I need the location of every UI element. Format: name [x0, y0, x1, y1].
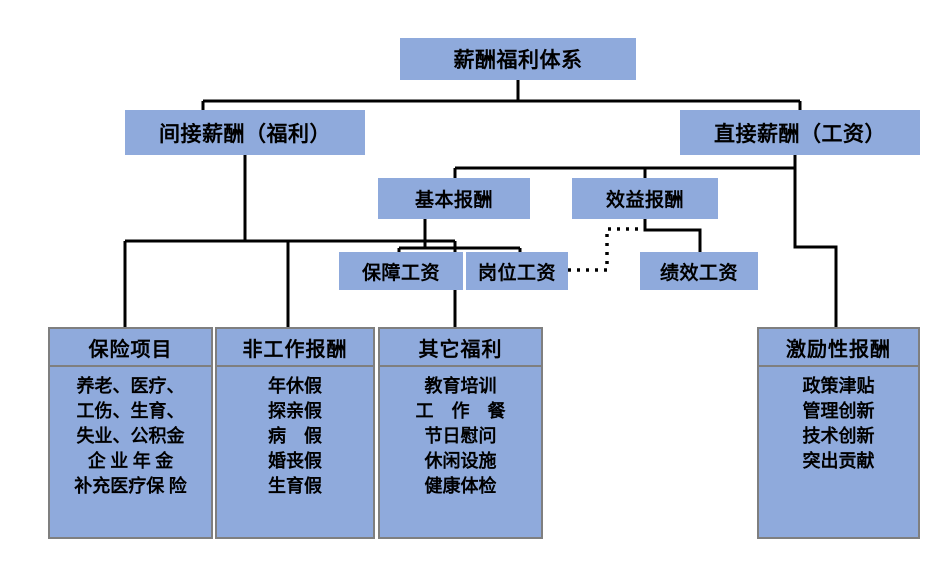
panel-line: 政策津贴 [802, 376, 875, 396]
node-indirect-compensation-label: 间接薪酬（福利） [159, 121, 331, 146]
node-indirect-compensation[interactable]: 间接薪酬（福利） [125, 110, 365, 155]
panel-line: 生育假 [268, 475, 322, 496]
panel-line: 婚丧假 [268, 450, 322, 471]
panel-line: 失业、公积金 [76, 425, 185, 446]
panel-line: 年休假 [268, 376, 322, 396]
node-benefit-pay[interactable]: 效益报酬 [572, 178, 718, 219]
node-direct-compensation[interactable]: 直接薪酬（工资） [680, 110, 920, 155]
panel-line: 休闲设施 [424, 450, 497, 471]
node-position-wage[interactable]: 岗位工资 [466, 252, 568, 290]
node-performance-wage[interactable]: 绩效工资 [640, 252, 758, 290]
connector-direct-to-incentive [793, 168, 838, 328]
panel-insurance-header: 保险项目 [50, 329, 211, 367]
panel-line: 管理创新 [802, 400, 875, 421]
panel-line: 企 业 年 金 [87, 450, 174, 471]
node-root-label: 薪酬福利体系 [453, 48, 583, 72]
panel-incentive-pay-header: 激励性报酬 [759, 329, 918, 367]
connector-benefit-to-performance [643, 219, 702, 252]
panel-line: 工 作 餐 [415, 400, 506, 421]
panel-line: 工伤、生育、 [76, 400, 185, 421]
panel-incentive-pay[interactable]: 激励性报酬 政策津贴 管理创新 技术创新 突出贡献 [757, 327, 920, 539]
node-guarantee-wage[interactable]: 保障工资 [339, 252, 463, 290]
node-root[interactable]: 薪酬福利体系 [400, 38, 636, 80]
connector-position-wage-to-benefit-pay-dotted [568, 227, 643, 272]
panel-non-work-pay-header: 非工作报酬 [217, 329, 373, 367]
panel-line: 养老、医疗、 [76, 376, 185, 396]
panel-line: 教育培训 [424, 376, 497, 396]
node-basic-pay[interactable]: 基本报酬 [378, 178, 530, 219]
panel-line: 病 假 [268, 425, 322, 446]
panel-insurance[interactable]: 保险项目 养老、医疗、 工伤、生育、 失业、公积金 企 业 年 金 补充医疗保 … [48, 327, 213, 539]
node-position-wage-label: 岗位工资 [477, 262, 556, 284]
panel-other-benefits-body: 教育培训 工 作 餐 节日慰问 休闲设施 健康体检 [380, 367, 541, 499]
panel-line: 补充医疗保 险 [74, 475, 187, 496]
node-direct-compensation-label: 直接薪酬（工资） [714, 121, 886, 146]
panel-line: 技术创新 [802, 425, 875, 446]
panel-line: 探亲假 [268, 400, 322, 421]
panel-insurance-body: 养老、医疗、 工伤、生育、 失业、公积金 企 业 年 金 补充医疗保 险 [50, 367, 211, 499]
panel-non-work-pay-body: 年休假 探亲假 病 假 婚丧假 生育假 [217, 367, 373, 499]
panel-other-benefits[interactable]: 其它福利 教育培训 工 作 餐 节日慰问 休闲设施 健康体检 [378, 327, 543, 539]
node-benefit-pay-label: 效益报酬 [605, 190, 684, 211]
panel-non-work-pay[interactable]: 非工作报酬 年休假 探亲假 病 假 婚丧假 生育假 [215, 327, 375, 539]
node-guarantee-wage-label: 保障工资 [361, 262, 440, 284]
panel-line: 节日慰问 [424, 425, 497, 446]
panel-line: 健康体检 [424, 475, 497, 496]
node-performance-wage-label: 绩效工资 [659, 262, 738, 284]
panel-other-benefits-header: 其它福利 [380, 329, 541, 367]
panel-line: 突出贡献 [802, 450, 875, 471]
node-basic-pay-label: 基本报酬 [414, 190, 493, 211]
panel-incentive-pay-body: 政策津贴 管理创新 技术创新 突出贡献 [759, 367, 918, 474]
